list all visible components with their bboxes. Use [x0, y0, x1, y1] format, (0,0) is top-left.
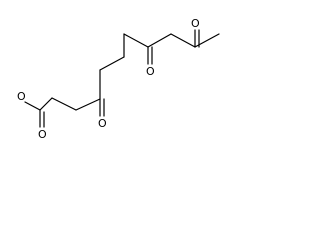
bond	[75, 98, 101, 111]
bond	[24, 101, 41, 111]
oxygen-label: O	[98, 117, 107, 130]
oxygen-label: O	[17, 90, 26, 103]
bond	[39, 97, 53, 111]
ketone-group-middle	[147, 46, 153, 65]
bond	[170, 33, 196, 48]
bond	[147, 33, 172, 48]
ketone-group-lower	[99, 98, 105, 117]
bond	[51, 97, 77, 111]
bond	[99, 56, 125, 71]
oxygen-label: O	[191, 17, 200, 30]
oxygen-label: O	[38, 128, 47, 141]
oxygen-label: O	[146, 65, 155, 78]
bond	[123, 33, 149, 48]
ketone-group-right	[194, 29, 200, 48]
molecule-skeletal-diagram: O O O O O	[17, 17, 220, 141]
carbon-backbone	[39, 33, 220, 111]
ester-group	[24, 101, 45, 128]
